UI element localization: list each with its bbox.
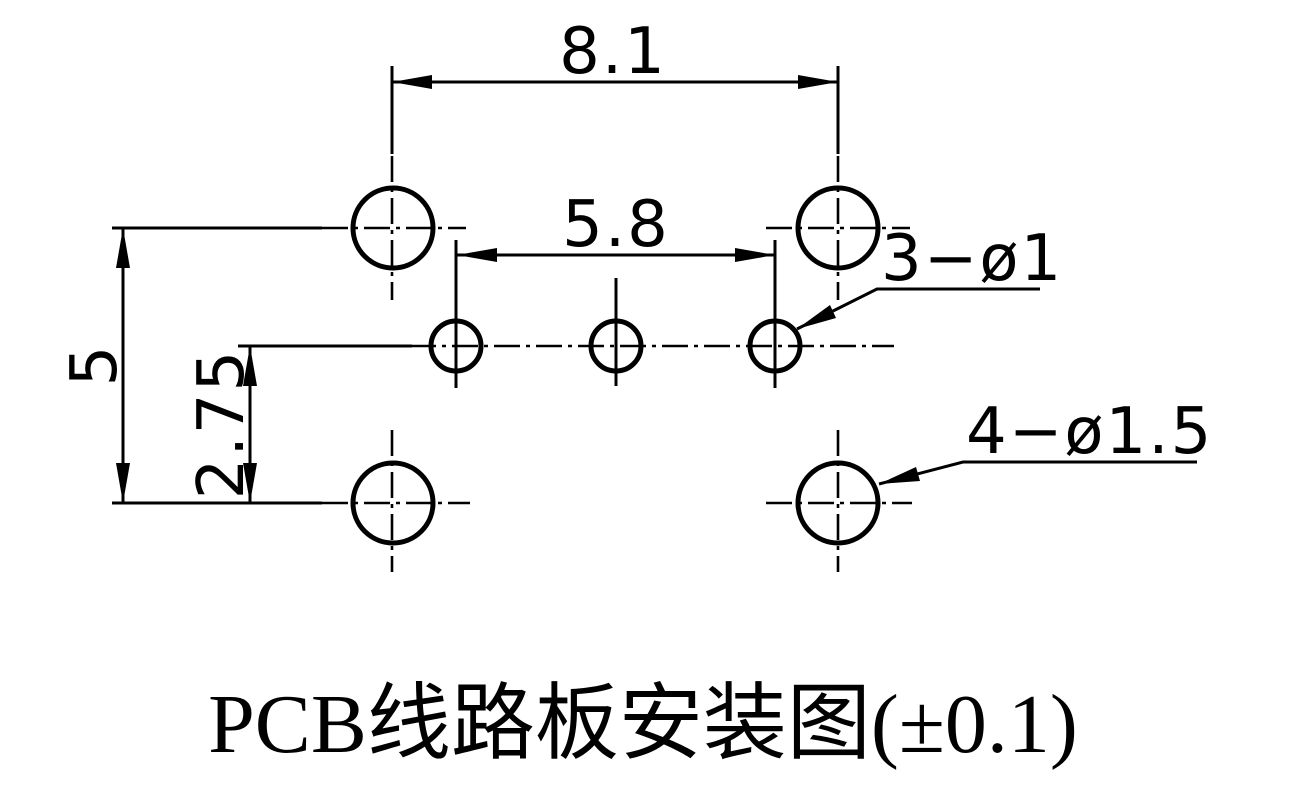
arrow-leader-icon xyxy=(879,467,920,484)
dimension-value-8-1: 8.1 xyxy=(559,15,667,89)
dimension-5-8: 5.8 xyxy=(454,188,777,388)
drawing-title: PCB线路板安装图(±0.1) xyxy=(208,678,1078,771)
arrow-left-icon xyxy=(392,75,432,89)
dimension-8-1: 8.1 xyxy=(390,15,840,154)
arrow-leader-icon xyxy=(797,305,836,329)
arrow-up-icon xyxy=(116,228,130,268)
dimension-2-75: 2.75 xyxy=(185,344,412,503)
label-large-holes: 4−ø1.5 xyxy=(966,395,1213,469)
arrow-left-icon xyxy=(457,248,497,262)
centerlines-group xyxy=(322,156,912,572)
dimension-value-5: 5 xyxy=(58,344,132,387)
callout-small-holes: 3−ø1 xyxy=(796,222,1063,331)
arrow-right-icon xyxy=(798,75,838,89)
arrow-down-icon xyxy=(116,463,130,503)
dimension-5: 5 xyxy=(58,226,322,505)
arrow-right-icon xyxy=(735,248,775,262)
dimension-value-2-75: 2.75 xyxy=(185,349,259,500)
callout-large-holes: 4−ø1.5 xyxy=(878,395,1213,486)
arrow-down-icon xyxy=(243,463,257,503)
arrow-up-icon xyxy=(243,346,257,386)
label-small-holes: 3−ø1 xyxy=(881,222,1063,296)
dimension-value-5-8: 5.8 xyxy=(562,188,670,262)
